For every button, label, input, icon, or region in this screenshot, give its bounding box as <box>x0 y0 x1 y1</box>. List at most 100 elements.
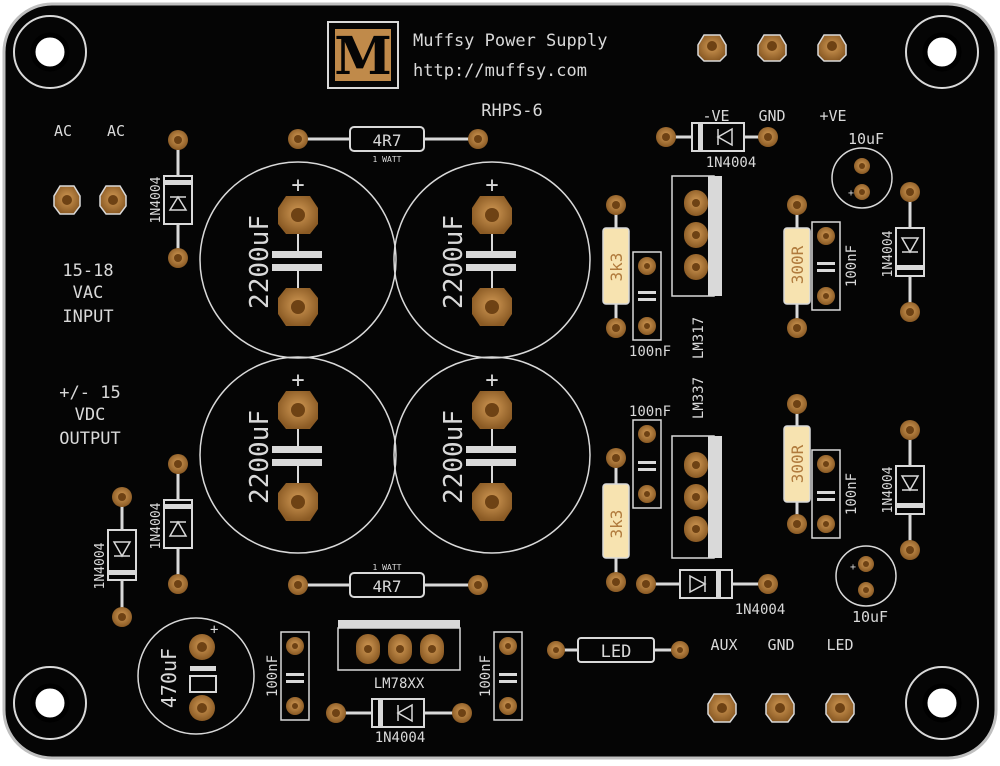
pad-pos-ve[interactable] <box>817 34 847 62</box>
cap-100nf-3-label: 100nF <box>629 404 671 420</box>
led-label: LED <box>601 642 632 662</box>
cap-2200uf-4-plus: + <box>485 368 498 393</box>
label-aux: AUX <box>710 636 737 654</box>
model-label: RHPS-6 <box>481 101 542 121</box>
regulator-lm337 <box>671 435 722 559</box>
pad-ac-left[interactable] <box>53 185 81 215</box>
diode-bottom-right-label: 1N4004 <box>735 602 786 618</box>
label-neg-ve: -VE <box>702 107 729 125</box>
cap-100nf-1 <box>632 251 662 341</box>
regulator-lm317-label: LM317 <box>691 317 707 359</box>
logo-title: Muffsy Power Supply <box>413 31 607 51</box>
regulator-lm317 <box>671 175 722 297</box>
label-gnd-bottom: GND <box>767 636 794 654</box>
mounting-hole-top-right <box>905 15 979 89</box>
pad-aux[interactable] <box>707 693 737 723</box>
cap-10uf-top-plus: + <box>848 188 854 199</box>
cap-470uf-label: 470uF <box>157 648 181 708</box>
muffsy-logo: M <box>327 21 399 89</box>
diode-right-bottom <box>895 420 925 560</box>
resistor-4r7-bottom-note: 1 WATT <box>373 563 402 572</box>
diode-bottom-right <box>636 569 778 599</box>
label-output-line1: +/- 15 <box>59 383 120 403</box>
cap-470uf: + <box>137 617 255 735</box>
cap-100nf-5-label: 100nF <box>265 655 281 697</box>
led <box>547 637 689 663</box>
label-led-out: LED <box>826 636 853 654</box>
cap-2200uf-1-plus: + <box>291 173 304 198</box>
diode-d1-label: 1N4004 <box>149 176 164 223</box>
pad-gnd-bottom[interactable] <box>765 693 795 723</box>
cap-10uf-bottom: + <box>835 545 897 607</box>
cap-2200uf-3 <box>199 356 397 554</box>
cap-470uf-plus: + <box>210 622 218 638</box>
resistor-4r7-top-note: 1 WATT <box>373 155 402 164</box>
cap-100nf-4 <box>811 449 841 539</box>
diode-top <box>656 122 778 152</box>
pad-ac-right[interactable] <box>99 185 127 215</box>
diode-right-bottom-label: 1N4004 <box>881 466 896 513</box>
cap-100nf-6 <box>493 631 523 721</box>
cap-2200uf-2-plus: + <box>485 173 498 198</box>
cap-2200uf-1-label: 2200uF <box>245 215 275 309</box>
cap-100nf-2-label: 100nF <box>844 245 860 287</box>
cap-100nf-1-label: 100nF <box>629 344 671 360</box>
label-ac-right: AC <box>107 122 125 140</box>
regulator-lm78xx <box>337 620 461 671</box>
resistor-4r7-top <box>288 126 488 152</box>
label-output-line3: OUTPUT <box>59 429 120 449</box>
resistor-300r-bottom <box>783 394 811 534</box>
cap-10uf-bottom-plus: + <box>850 562 856 573</box>
resistor-4r7-bottom-label: 4R7 <box>373 577 402 596</box>
cap-10uf-top: + <box>831 147 893 209</box>
resistor-3k3-bottom <box>602 448 630 592</box>
pad-neg-ve[interactable] <box>697 34 727 62</box>
pad-led-out[interactable] <box>825 693 855 723</box>
diode-left-mid-label: 1N4004 <box>149 502 164 549</box>
mounting-hole-top-left <box>13 15 87 89</box>
diode-top-label: 1N4004 <box>706 155 757 171</box>
diode-left-mid <box>163 454 193 594</box>
pad-gnd-top[interactable] <box>757 34 787 62</box>
cap-2200uf-2-label: 2200uF <box>439 215 469 309</box>
cap-2200uf-4 <box>393 356 591 554</box>
resistor-4r7-top-label: 4R7 <box>373 131 402 150</box>
diode-d1 <box>163 130 193 268</box>
logo-url: http://muffsy.com <box>413 61 587 81</box>
cap-100nf-4-label: 100nF <box>844 473 860 515</box>
mounting-hole-bottom-right <box>905 666 979 740</box>
label-input-line2: VAC <box>73 283 104 303</box>
resistor-300r-top-label: 300R <box>788 245 807 284</box>
resistor-3k3-bottom-label: 3k3 <box>607 510 626 539</box>
diode-left-outer <box>107 487 137 627</box>
logo-letter: M <box>334 26 392 87</box>
cap-2200uf-4-label: 2200uF <box>439 410 469 504</box>
regulator-lm337-label: LM337 <box>691 377 707 419</box>
regulator-lm78xx-label: LM78XX <box>374 676 425 692</box>
label-gnd-top: GND <box>758 107 785 125</box>
resistor-3k3-top <box>602 195 630 338</box>
mounting-hole-bottom-left <box>13 666 87 740</box>
cap-10uf-top-label: 10uF <box>848 130 884 148</box>
label-ac-left: AC <box>54 122 72 140</box>
cap-10uf-bottom-label: 10uF <box>852 608 888 626</box>
cap-100nf-3 <box>632 419 662 509</box>
cap-100nf-5 <box>280 631 310 721</box>
label-input-line3: INPUT <box>62 307 113 327</box>
label-input-line1: 15-18 <box>62 261 113 281</box>
cap-2200uf-3-plus: + <box>291 368 304 393</box>
cap-100nf-6-label: 100nF <box>478 655 494 697</box>
resistor-300r-bottom-label: 300R <box>788 444 807 483</box>
resistor-4r7-bottom <box>288 572 488 598</box>
diode-bottom-center-label: 1N4004 <box>375 730 426 746</box>
cap-2200uf-2 <box>393 161 591 359</box>
diode-right-top <box>895 182 925 322</box>
diode-right-top-label: 1N4004 <box>881 230 896 277</box>
diode-left-outer-label: 1N4004 <box>93 542 108 589</box>
cap-2200uf-1 <box>199 161 397 359</box>
diode-bottom-center <box>326 698 472 728</box>
resistor-3k3-top-label: 3k3 <box>607 253 626 282</box>
cap-100nf-2 <box>811 221 841 311</box>
